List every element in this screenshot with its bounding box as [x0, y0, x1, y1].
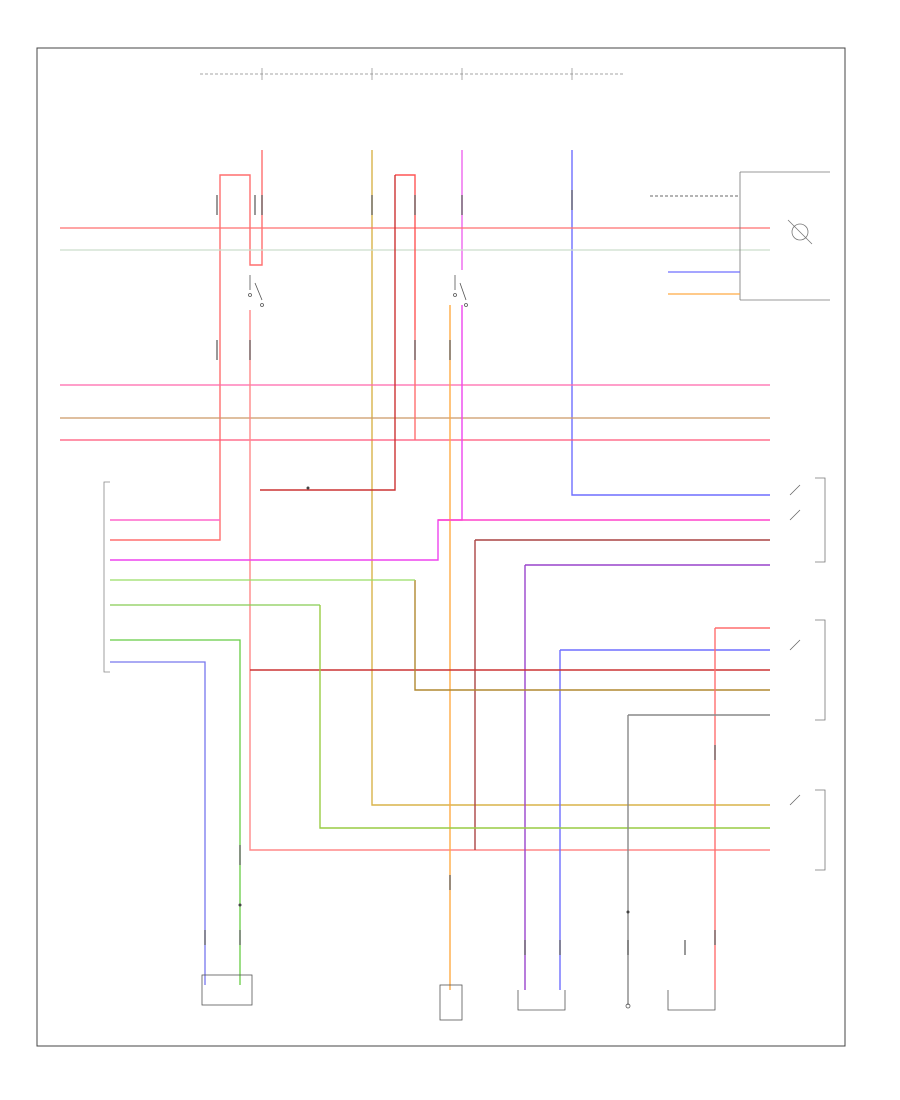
diagram-frame [36, 47, 846, 1047]
right-wires [250, 519, 770, 1005]
connector-ticks [204, 190, 716, 955]
switch-marks [789, 484, 801, 806]
relay-2 [453, 275, 468, 307]
right-components [739, 171, 830, 871]
relay-loops [110, 174, 770, 990]
junction-dots [238, 486, 630, 914]
relay-1 [248, 275, 264, 307]
ecm-bracket [103, 481, 110, 673]
fuse-ticks [261, 68, 573, 80]
connector-stubs [650, 195, 740, 295]
fuse-feeds [110, 150, 770, 806]
ecm-wires [110, 579, 415, 985]
bottom-components [201, 974, 716, 1021]
